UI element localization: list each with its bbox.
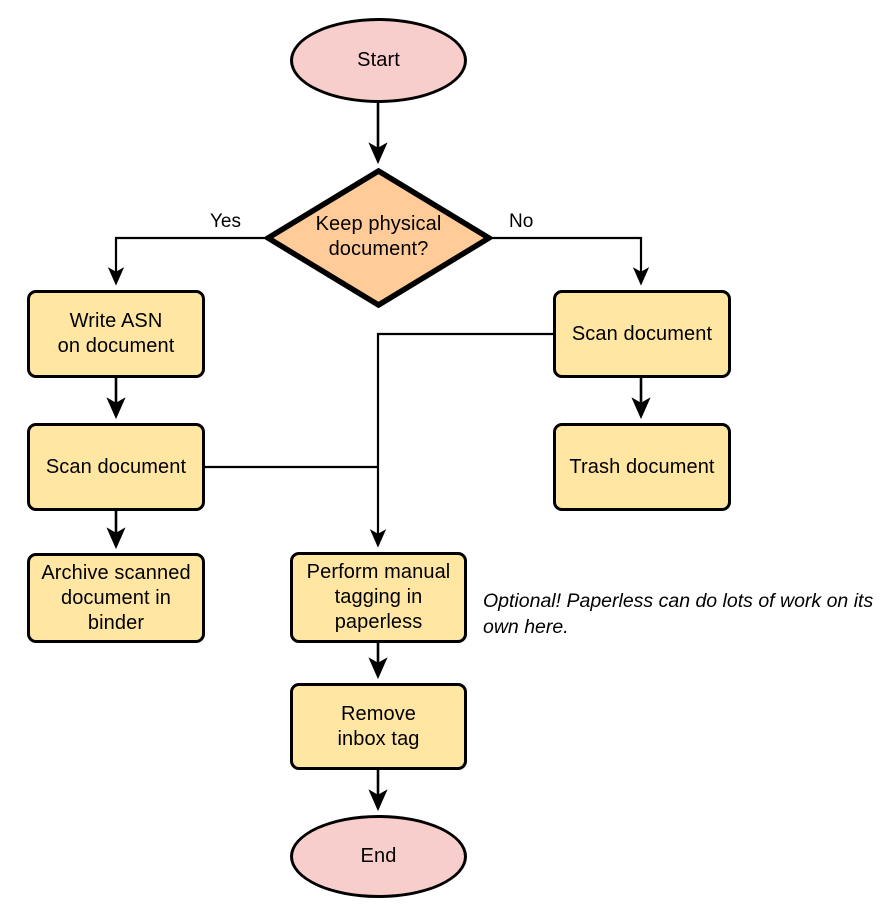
edge-decision-to-scan-right — [492, 236, 650, 286]
node-scan-document-right[interactable]: Scan document — [553, 290, 731, 378]
node-start-label: Start — [357, 49, 400, 71]
edge-label-no: No — [509, 211, 534, 232]
node-remove-inbox-tag[interactable]: Remove inbox tag — [290, 683, 467, 770]
edge-decision-to-write-asn — [107, 236, 265, 286]
node-keep-physical-document[interactable]: Keep physical document? — [265, 168, 492, 308]
node-archive-scanned-document[interactable]: Archive scanned document in binder — [27, 553, 205, 643]
node-end-label: End — [360, 845, 397, 867]
edge-scan-right-to-tagging — [369, 332, 553, 548]
node-keep-physical-document-label: Keep physical document? — [315, 213, 442, 260]
node-perform-manual-tagging-label: Perform manual tagging in paperless — [306, 561, 451, 633]
node-write-asn[interactable]: Write ASN on document — [27, 290, 205, 378]
node-write-asn-label: Write ASN on document — [57, 310, 175, 357]
note-optional: Optional! Paperless can do lots of work … — [483, 590, 874, 638]
node-scan-document-left[interactable]: Scan document — [27, 423, 205, 511]
node-remove-inbox-tag-label: Remove inbox tag — [337, 702, 420, 750]
node-scan-document-right-label: Scan document — [571, 322, 713, 345]
edge-label-yes: Yes — [210, 211, 241, 232]
node-trash-document[interactable]: Trash document — [553, 423, 731, 511]
node-scan-document-left-label: Scan document — [45, 455, 187, 478]
diamond-shape — [265, 168, 492, 308]
node-start[interactable]: Start — [290, 18, 467, 103]
node-perform-manual-tagging[interactable]: Perform manual tagging in paperless — [290, 552, 467, 643]
node-archive-scanned-document-label: Archive scanned document in binder — [41, 561, 191, 634]
node-end[interactable]: End — [290, 815, 467, 898]
node-trash-document-label: Trash document — [569, 455, 715, 478]
